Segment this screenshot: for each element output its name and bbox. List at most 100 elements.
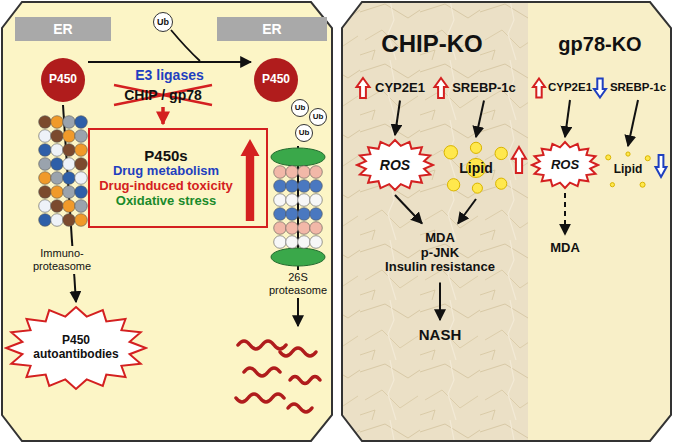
node-text: P450 bbox=[49, 73, 77, 87]
regulatory-cap bbox=[271, 248, 325, 266]
lipid-droplet bbox=[640, 182, 645, 187]
arrow-connector bbox=[88, 61, 251, 63]
node-text: P450 autoantibodies bbox=[28, 334, 124, 362]
subunit-circle bbox=[51, 116, 64, 129]
gene-label: SREBP-1c bbox=[450, 79, 518, 98]
proteasome-26s-icon bbox=[271, 148, 325, 266]
subunit-circle bbox=[274, 166, 287, 179]
path-part bbox=[236, 394, 284, 402]
node-text: MDA bbox=[425, 231, 455, 246]
change-arrows bbox=[357, 78, 667, 177]
node-text: ER bbox=[53, 21, 72, 37]
subunit-circle bbox=[63, 186, 76, 199]
gene-label: SREBP-1c bbox=[608, 79, 669, 97]
lipid-droplet bbox=[606, 155, 611, 160]
gp78-ko-ground bbox=[528, 0, 674, 443]
increase-arrow bbox=[357, 78, 370, 98]
gene-label: CYP2E1 bbox=[373, 79, 427, 98]
node-text: SREBP-1c bbox=[610, 81, 666, 94]
node-text: Insulin resistance bbox=[385, 260, 495, 275]
subunit-circle bbox=[274, 236, 287, 249]
outcome-list: MDA bbox=[546, 238, 584, 259]
lipid-droplets: Lipid bbox=[602, 149, 654, 191]
decrease-arrow bbox=[594, 79, 606, 98]
subunit-circle bbox=[39, 200, 52, 213]
node-text: Lipid bbox=[614, 163, 643, 177]
subunit-circle bbox=[39, 158, 52, 171]
p450-enzyme: P450 bbox=[41, 58, 85, 102]
subunit-circle bbox=[298, 180, 311, 193]
lipid-droplet bbox=[496, 178, 507, 189]
subunit-circle bbox=[51, 144, 64, 157]
ros-burst: ROS bbox=[355, 138, 435, 192]
increase-arrow bbox=[435, 78, 448, 98]
lipid-droplet bbox=[447, 179, 459, 191]
path-part bbox=[290, 377, 320, 384]
node-text: Drug-induced toxicity bbox=[99, 179, 233, 194]
starburst-outline bbox=[357, 140, 433, 190]
node-text: Oxidative stress bbox=[116, 194, 216, 209]
autoantibody-burst: P450 autoantibodies bbox=[4, 305, 148, 391]
immunoproteasome-icon bbox=[39, 116, 88, 227]
ubiquitin-circle: Ub bbox=[291, 99, 309, 117]
cross-line bbox=[114, 85, 212, 105]
p450-enzyme: P450 bbox=[254, 58, 298, 102]
node-text: ER bbox=[262, 21, 281, 37]
subunit-circle bbox=[51, 200, 64, 213]
arrow-connector bbox=[476, 101, 484, 138]
subunit-circle bbox=[298, 194, 311, 207]
node-text: ROS bbox=[551, 158, 579, 173]
ubiquitin-circle: Ub bbox=[309, 108, 327, 126]
lipid-droplet bbox=[645, 156, 650, 161]
subunit-circle bbox=[274, 194, 287, 207]
arrow-connector bbox=[628, 100, 638, 146]
node-text: p-JNK bbox=[421, 246, 459, 261]
node-text: MDA bbox=[550, 241, 580, 256]
node-text: CYP2E1 bbox=[548, 81, 592, 94]
subunit-circle bbox=[298, 166, 311, 179]
starburst-outline bbox=[6, 307, 146, 389]
node-text: Drug metabolism bbox=[113, 164, 219, 179]
subunit-circle bbox=[274, 208, 287, 221]
increase-arrow bbox=[512, 147, 526, 173]
node-text: Ub bbox=[295, 103, 306, 112]
node-text: NASH bbox=[419, 326, 462, 343]
right-panel bbox=[342, 2, 671, 441]
chip-ko-ground bbox=[340, 0, 530, 443]
subunit-circle bbox=[39, 186, 52, 199]
lipid-droplet bbox=[444, 146, 457, 159]
subunit-circle bbox=[39, 130, 52, 143]
subunit-circle bbox=[75, 214, 88, 227]
node-text: Ub bbox=[313, 112, 324, 121]
subunit-circle bbox=[298, 222, 311, 235]
panel-heading: gp78-KO bbox=[558, 33, 641, 56]
subunit-circle bbox=[310, 194, 323, 207]
node-text: P450s bbox=[144, 147, 187, 164]
subunit-circle bbox=[310, 222, 323, 235]
subunit-circle bbox=[75, 186, 88, 199]
disease-label: NASH bbox=[415, 323, 466, 347]
subunit-circle bbox=[63, 158, 76, 171]
lipid-droplet bbox=[470, 142, 481, 153]
increase-arrow bbox=[241, 139, 260, 221]
decrease-arrow bbox=[656, 155, 667, 177]
lipid-droplet bbox=[626, 152, 630, 156]
panel-heading: CHIP-KO bbox=[381, 30, 482, 58]
subunit-circle bbox=[51, 172, 64, 185]
proteasome-label: 26S proteasome bbox=[265, 270, 331, 297]
subunit-circle bbox=[51, 158, 64, 171]
node-text: P450 bbox=[262, 73, 290, 87]
subunit-circle bbox=[51, 130, 64, 143]
subunit-circle bbox=[310, 166, 323, 179]
subunit-circle bbox=[39, 116, 52, 129]
right-panel-ground bbox=[340, 0, 674, 443]
ligase-label: CHIP / gp78 bbox=[124, 87, 202, 103]
subunit-circle bbox=[63, 200, 76, 213]
subunit-circle bbox=[286, 180, 299, 193]
node-text: Lipid bbox=[459, 160, 492, 176]
subunit-circle bbox=[274, 180, 287, 193]
path-part bbox=[288, 404, 312, 412]
subunit-circle bbox=[75, 144, 88, 157]
arrow-connector bbox=[439, 283, 441, 321]
